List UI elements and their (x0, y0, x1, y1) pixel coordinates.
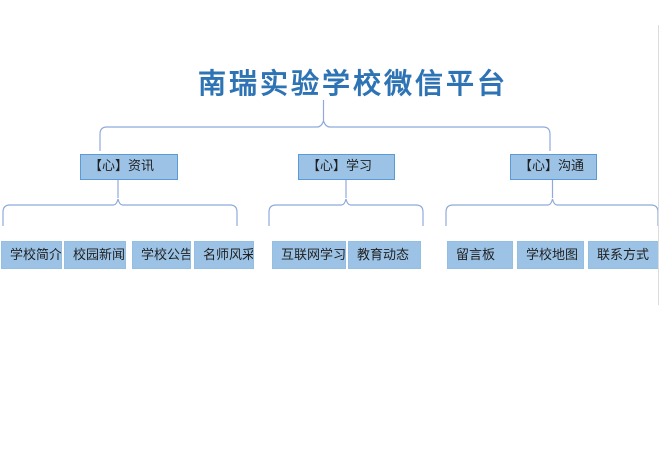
page-right-edge (658, 25, 659, 305)
leaf-node-campus-news: 校园新闻 (64, 241, 126, 269)
leaf-node-message-board: 留言板 (447, 241, 513, 269)
learning-group-brace (268, 198, 424, 226)
info-group-brace (2, 198, 238, 226)
leaf-node-education-news: 教育动态 (348, 241, 421, 269)
category-node-info: 【心】资讯 (80, 154, 178, 180)
leaf-node-internet-learning: 互联网学习 (272, 241, 346, 269)
leaf-node-school-announcements: 学校公告 (132, 241, 191, 269)
root-brace (99, 119, 551, 151)
leaf-node-school-intro: 学校简介 (1, 241, 62, 269)
communication-group-brace (445, 198, 659, 226)
category-node-learning: 【心】学习 (298, 154, 395, 180)
leaf-node-contact-info: 联系方式 (588, 241, 659, 269)
leaf-node-teacher-showcase: 名师风采 (194, 241, 254, 269)
category-node-communication: 【心】沟通 (510, 154, 597, 180)
leaf-node-school-map: 学校地图 (517, 241, 584, 269)
page-title: 南瑞实验学校微信平台 (197, 67, 508, 100)
